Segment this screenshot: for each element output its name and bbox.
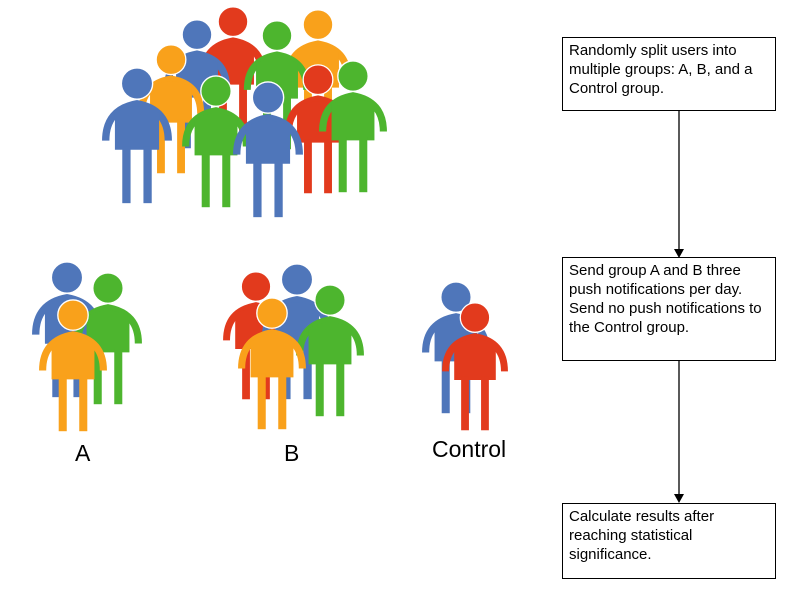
arrowhead-2 xyxy=(674,494,684,503)
control-group-label: Control xyxy=(432,436,507,462)
step-send-notifications: Send group A and B three push notificati… xyxy=(562,257,776,361)
arrowhead-1 xyxy=(674,249,684,258)
step-calculate-results: Calculate results after reaching statist… xyxy=(562,503,776,579)
control-group-figures xyxy=(426,282,505,430)
group-a-figures xyxy=(36,262,139,431)
group-b-figures xyxy=(227,264,361,429)
flow-arrows xyxy=(674,110,684,503)
group-b-label: B xyxy=(284,440,300,466)
step-split-users: Randomly split users into multiple group… xyxy=(562,37,776,111)
crowd xyxy=(106,7,384,217)
group-a-label: A xyxy=(75,440,91,466)
